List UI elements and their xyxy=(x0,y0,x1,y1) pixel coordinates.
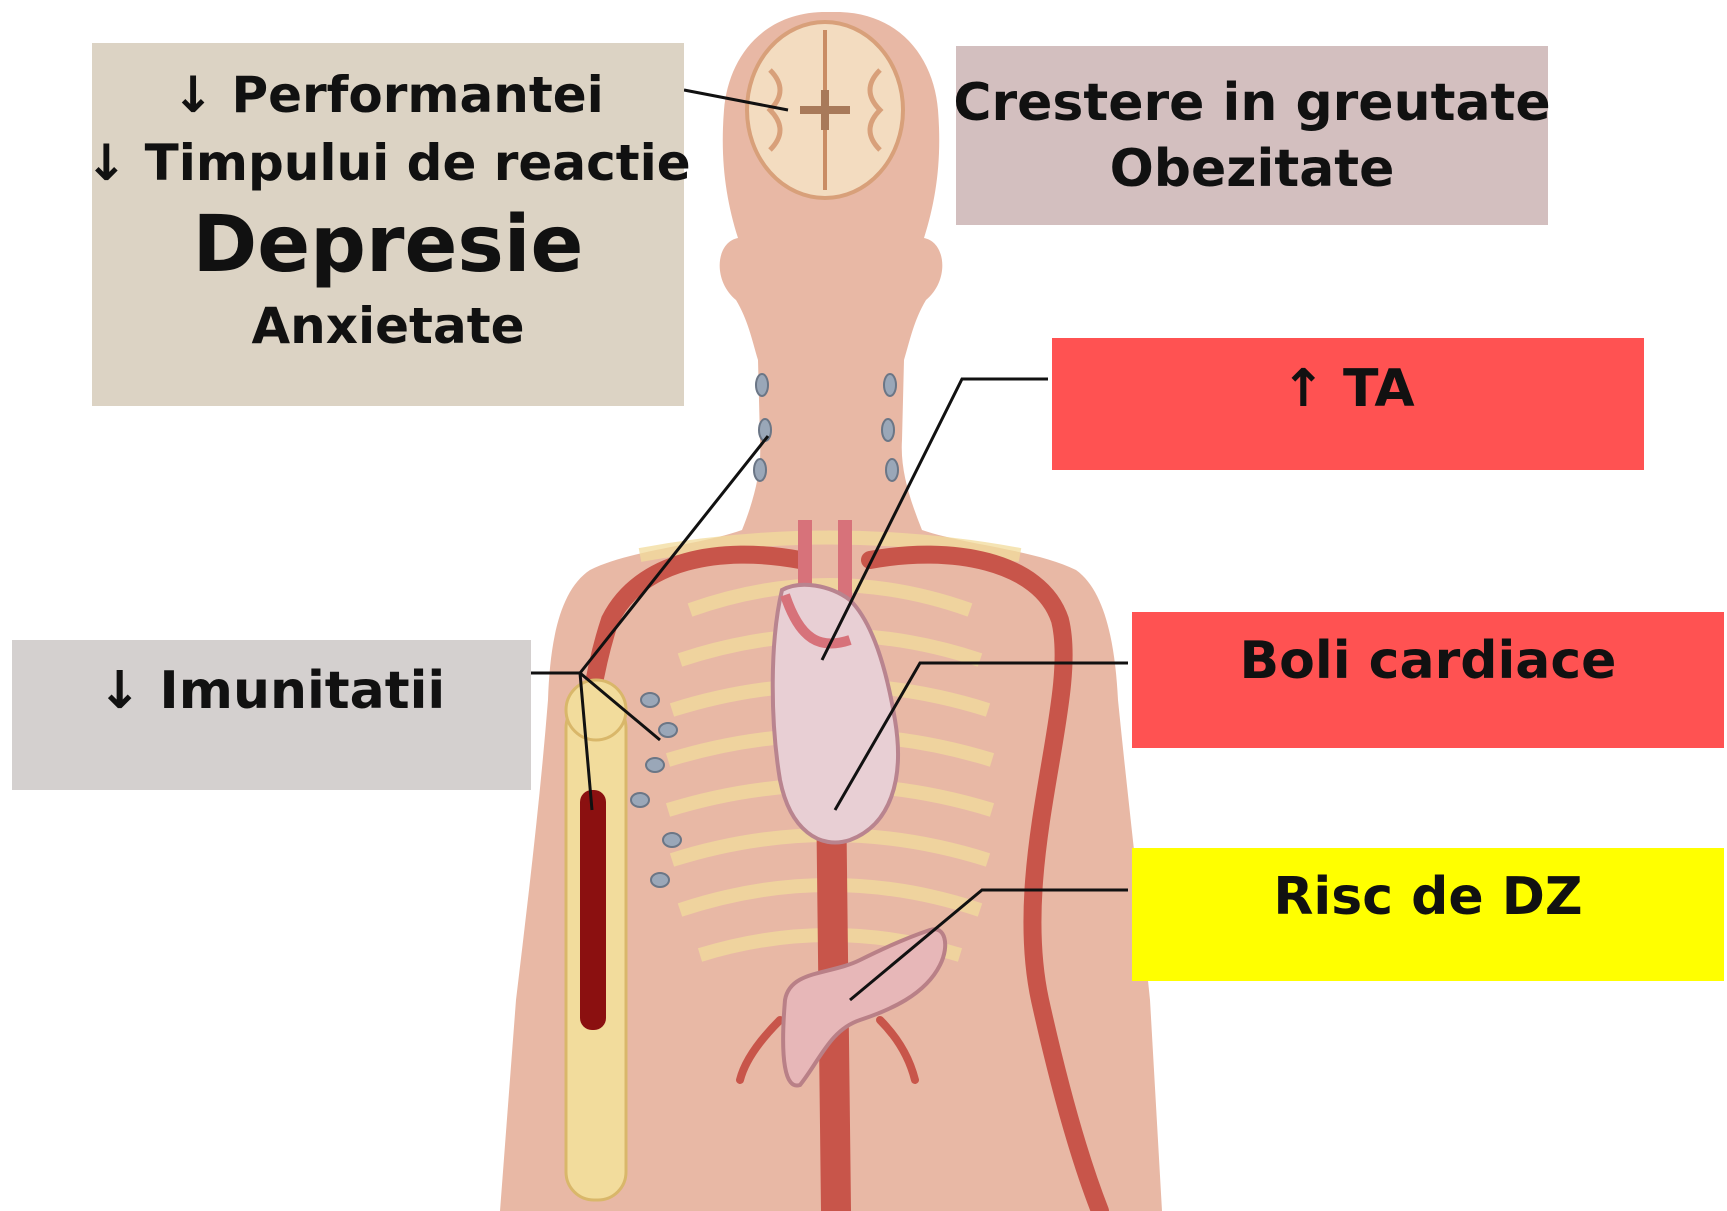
label-blood-pressure: ↑ TA xyxy=(1281,358,1414,420)
immunity-box: ↓ Imunitatii xyxy=(12,640,531,790)
label-immunity: ↓ Imunitatii xyxy=(98,660,446,722)
weight-effects-box: Crestere in greutate Obezitate xyxy=(956,46,1548,225)
brain-icon xyxy=(747,22,903,198)
bone-marrow-icon xyxy=(566,680,626,1200)
label-depression: Depresie xyxy=(193,197,584,293)
blood-pressure-box: ↑ TA xyxy=(1052,338,1644,470)
label-weight-gain: Crestere in greutate xyxy=(953,70,1550,136)
cognitive-effects-box: ↓ Performantei ↓ Timpului de reactie Dep… xyxy=(92,43,684,406)
label-reaction-time: ↓ Timpului de reactie xyxy=(85,129,690,197)
label-performance: ↓ Performantei xyxy=(172,61,604,129)
label-obesity: Obezitate xyxy=(1110,136,1395,202)
label-anxiety: Anxietate xyxy=(251,293,524,359)
heart-disease-box: Boli cardiace xyxy=(1132,612,1724,748)
label-diabetes-risk: Risc de DZ xyxy=(1273,866,1582,928)
diabetes-risk-box: Risc de DZ xyxy=(1132,848,1724,981)
label-heart-disease: Boli cardiace xyxy=(1240,630,1617,692)
